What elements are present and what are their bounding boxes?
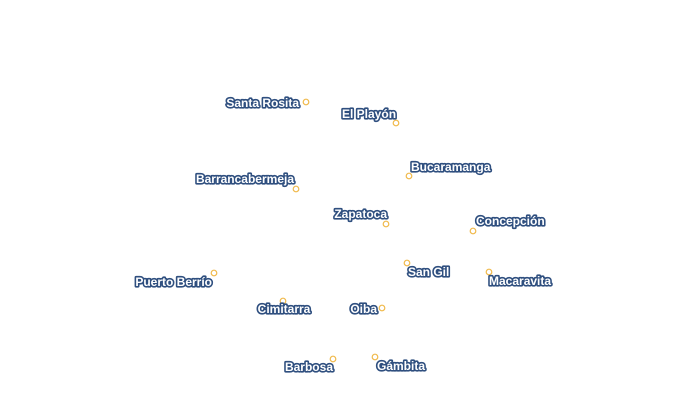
city-gambita[interactable]: Gámbita [371, 353, 427, 375]
city-zapatoca[interactable]: Zapatoca [333, 205, 390, 228]
city-barrancabermeja[interactable]: Barrancabermeja [194, 170, 300, 193]
city-marker-icon [403, 259, 411, 267]
city-bucaramanga[interactable]: Bucaramanga [405, 158, 492, 180]
city-label: Gámbita [377, 359, 425, 373]
city-concepcion[interactable]: Concepción [469, 212, 546, 235]
city-label: San Gil [408, 265, 449, 279]
city-oiba[interactable]: Oiba [349, 300, 386, 318]
city-marker-icon [469, 227, 477, 235]
city-puerto-berrio[interactable]: Puerto Berrío [134, 269, 218, 291]
city-marker-icon [378, 304, 386, 312]
city-label: Macaravita [489, 274, 551, 288]
city-label: Barbosa [285, 360, 333, 374]
city-label: Zapatoca [334, 207, 387, 221]
city-label: Santa Rosita [226, 96, 299, 110]
city-marker-icon [279, 297, 287, 305]
city-san-gil[interactable]: San Gil [403, 259, 451, 281]
city-label: El Playón [342, 107, 396, 121]
city-marker-icon [371, 353, 379, 361]
city-label: Bucaramanga [411, 160, 491, 174]
city-marker-icon [485, 268, 493, 276]
city-label: Barrancabermeja [196, 172, 294, 186]
city-marker-icon [329, 355, 337, 363]
city-marker-icon [382, 220, 390, 228]
city-santa-rosita[interactable]: Santa Rosita [225, 94, 310, 112]
city-label: Concepción [476, 214, 545, 228]
city-macaravita[interactable]: Macaravita [485, 268, 553, 290]
city-barbosa[interactable]: Barbosa [283, 355, 337, 376]
city-marker-icon [292, 185, 300, 193]
city-label: Cimitarra [258, 302, 311, 316]
city-marker-icon [405, 172, 413, 180]
city-el-playon[interactable]: El Playón [340, 105, 400, 127]
city-marker-icon [392, 119, 400, 127]
city-marker-icon [210, 269, 218, 277]
city-label: Oiba [350, 302, 377, 316]
city-marker-icon [302, 98, 310, 106]
city-cimitarra[interactable]: Cimitarra [256, 297, 312, 318]
city-label: Puerto Berrío [135, 275, 212, 289]
